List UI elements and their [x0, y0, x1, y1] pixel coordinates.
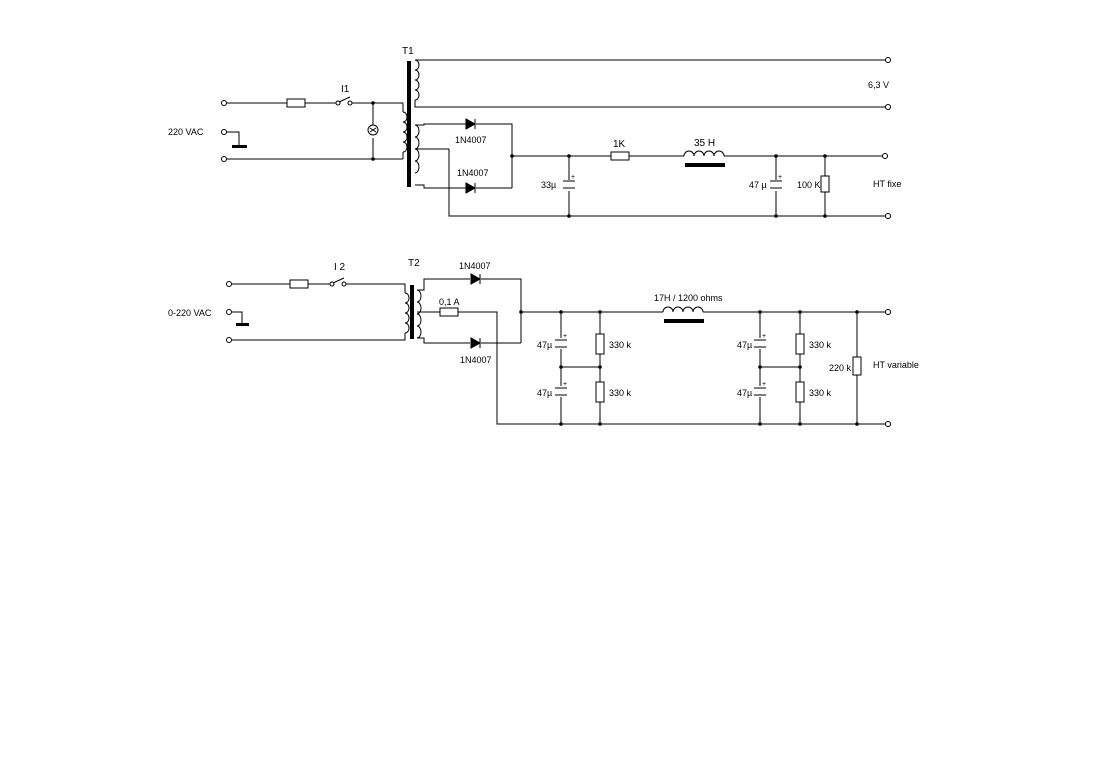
c1-input-terminal-gnd[interactable]: [221, 129, 227, 135]
c2-output-terminal-pos[interactable]: [885, 309, 891, 315]
c2-res-in-top: [595, 333, 605, 355]
c2-transformer-label: T2: [408, 258, 420, 269]
svg-text:+: +: [563, 333, 567, 340]
c1-heater-label: 6,3 V: [868, 80, 889, 90]
c2-switch: [329, 277, 347, 287]
c1-resistor-label: 1K: [613, 139, 626, 150]
c2-switch-label: I 2: [334, 262, 346, 273]
c1-heater-terminal-b[interactable]: [885, 104, 891, 110]
circuit-1: + + T1 I1 220 VAC 6,3 V 1N4007 1N4007 33…: [168, 46, 901, 219]
c2-choke-label: 17H / 1200 ohms: [654, 293, 723, 303]
c2-cap-out-top: +: [754, 333, 766, 348]
c2-input-terminal-l[interactable]: [226, 281, 232, 287]
c2-res-out-bottom: [795, 381, 805, 403]
svg-text:+: +: [762, 381, 766, 388]
c2-transformer: [404, 285, 422, 339]
c1-resistor-100k: [820, 175, 830, 193]
c2-res-in-bottom: [595, 381, 605, 403]
c2-output-label: HT variable: [873, 360, 919, 370]
c1-choke: [683, 150, 725, 167]
c2-res-in-top-label: 330 k: [609, 340, 632, 350]
c1-cap-33u: +: [563, 174, 575, 189]
c2-fuse: [289, 279, 309, 289]
svg-text:+: +: [762, 333, 766, 340]
c2-primary-wiring: [229, 283, 406, 341]
c2-ht-wiring: [417, 278, 888, 425]
c2-input-terminal-gnd[interactable]: [226, 309, 232, 315]
c2-cap-out-top-label: 47µ: [737, 340, 752, 350]
c2-fuse-secondary: [439, 307, 459, 317]
c2-load-label: 220 k: [829, 363, 852, 373]
svg-text:+: +: [778, 174, 782, 181]
c2-diode-top-label: 1N4007: [459, 261, 491, 271]
c2-res-out-bottom-label: 330 k: [809, 388, 832, 398]
c1-heater-wiring: [414, 59, 888, 108]
svg-text:+: +: [571, 174, 575, 181]
c1-bleeder-label: 100 K: [797, 180, 821, 190]
c2-input-terminal-n[interactable]: [226, 337, 232, 343]
c2-diode-bottom: [470, 337, 482, 349]
c1-diode-top-label: 1N4007: [455, 135, 487, 145]
c2-res-out-top-label: 330 k: [809, 340, 832, 350]
c2-res-in-bottom-label: 330 k: [609, 388, 632, 398]
c1-ht-wiring: [415, 123, 888, 217]
c2-fuse-label: 0,1 A: [439, 297, 460, 307]
c2-res-out-top: [795, 333, 805, 355]
c1-transformer-label: T1: [402, 46, 414, 57]
c2-diode-top: [470, 273, 482, 285]
c2-diode-bottom-label: 1N4007: [460, 355, 492, 365]
c1-switch: [335, 96, 353, 106]
c2-cap-out-bottom: +: [754, 381, 766, 396]
c1-fuse: [286, 98, 306, 108]
c2-cap-in-bottom: +: [555, 381, 567, 396]
c1-resistor-1k: [610, 151, 630, 161]
c2-choke: [662, 306, 704, 323]
c1-diode-bottom-label: 1N4007: [457, 168, 489, 178]
c1-output-terminal-neg[interactable]: [885, 213, 891, 219]
c1-heater-terminal-a[interactable]: [885, 57, 891, 63]
c1-cap2-label: 47 µ: [749, 180, 767, 190]
c2-cap-in-bottom-label: 47µ: [537, 388, 552, 398]
c2-output-terminal-neg[interactable]: [885, 421, 891, 427]
c1-cap-47u: +: [770, 174, 782, 189]
c1-input-label: 220 VAC: [168, 127, 204, 137]
circuit-2: + + + +: [168, 258, 919, 427]
c1-diode-top: [465, 118, 477, 130]
c1-input-terminal-n[interactable]: [221, 156, 227, 162]
c1-cap1-label: 33µ: [541, 180, 556, 190]
c1-pilot-lamp: [367, 124, 379, 136]
c2-cap-in-top: +: [555, 333, 567, 348]
c1-diode-bottom: [465, 182, 477, 194]
c1-output-label: HT fixe: [873, 179, 901, 189]
c2-cap-out-bottom-label: 47µ: [737, 388, 752, 398]
svg-text:+: +: [563, 381, 567, 388]
c2-cap-in-top-label: 47µ: [537, 340, 552, 350]
c1-primary-wiring: [224, 102, 404, 160]
c1-transformer: [402, 59, 420, 187]
c1-switch-label: I1: [341, 84, 350, 95]
c1-input-terminal-l[interactable]: [221, 100, 227, 106]
c2-input-label: 0-220 VAC: [168, 308, 212, 318]
c2-load-resistor: [852, 356, 862, 376]
c1-output-terminal-pos[interactable]: [882, 153, 888, 159]
c1-choke-label: 35 H: [694, 138, 715, 149]
